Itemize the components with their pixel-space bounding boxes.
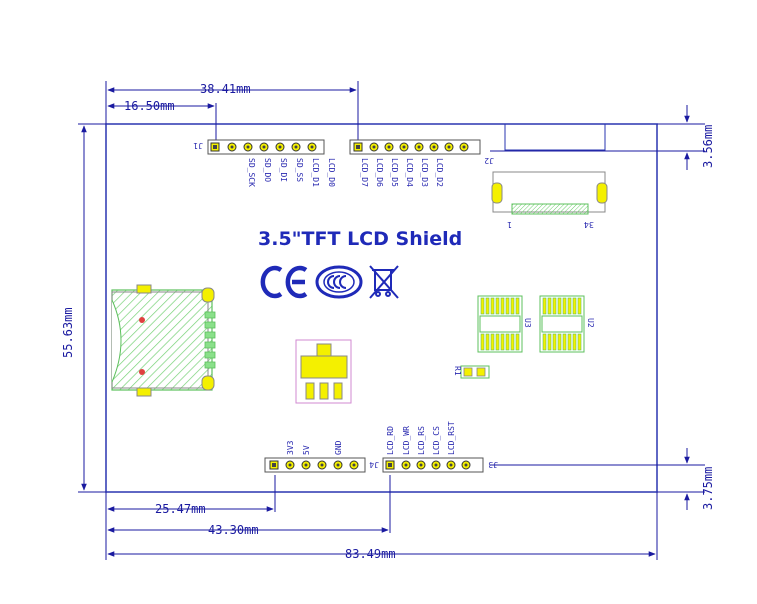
sd-card-slot (111, 284, 216, 397)
ic-u3 (477, 295, 523, 353)
fpc-pin34-label: 34 (584, 220, 594, 229)
voltage-regulator (295, 339, 352, 404)
dim-38-41: 38.41mm (200, 82, 251, 96)
j4-pin-labels: 3V3 5V GND (286, 440, 343, 455)
pin-label: LCD_D3 (420, 158, 429, 187)
u3-ref: U3 (523, 318, 532, 328)
board-cutout (504, 123, 606, 151)
ccc-mark-icon (315, 265, 363, 299)
dim-43-30: 43.30mm (208, 523, 259, 537)
dim-55-63: 55.63mm (61, 307, 75, 358)
pin-label: SD_DI (279, 158, 288, 182)
j3-ref: J3 (488, 460, 498, 469)
pin-label: LCD_D5 (390, 158, 399, 187)
dimension-lines (78, 81, 705, 560)
board-outline (105, 123, 658, 493)
pin-label: LCD_D2 (435, 158, 444, 187)
ce-mark-icon (260, 265, 308, 299)
dim-3-75: 3.75mm (701, 467, 715, 510)
j4-ref: J4 (369, 460, 379, 469)
board-title: 3.5"TFT LCD Shield (258, 228, 463, 250)
pin-label: SD_SS (295, 158, 304, 182)
resistor-r1 (460, 365, 490, 379)
dim-3-56: 3.56mm (701, 125, 715, 168)
dim-25-47: 25.47mm (155, 502, 206, 516)
weee-crossed-bin-icon (369, 265, 399, 299)
header-j1 (207, 139, 325, 155)
pin-label: LCD_RST (447, 421, 456, 455)
fpc-connector (491, 171, 608, 215)
ic-u2 (539, 295, 585, 353)
u2-ref: U2 (586, 318, 595, 328)
header-j2 (349, 139, 481, 155)
j1-pin-labels: SD_SCK SD_DO SD_DI SD_SS LCD_D1 LCD_D0 (247, 158, 336, 187)
dim-16-50: 16.50mm (124, 99, 175, 113)
header-j4 (264, 457, 366, 473)
j2-pin-labels: LCD_D7 LCD_D6 LCD_D5 LCD_D4 LCD_D3 LCD_D… (360, 158, 444, 187)
j2-ref: J2 (484, 156, 494, 165)
pin-label: LCD_D6 (375, 158, 384, 187)
pin-label: SD_SCK (247, 158, 256, 187)
j3-pin-labels: LCD_RD LCD_WR LCD_RS LCD_CS LCD_RST (386, 421, 456, 455)
pin-label: LCD_D4 (405, 158, 414, 187)
pin-label: SD_DO (263, 158, 272, 182)
pin-label: 3V3 (286, 440, 295, 455)
header-j3 (382, 457, 484, 473)
r1-ref: R1 (453, 366, 462, 376)
j1-ref: J1 (193, 141, 203, 150)
pin-label: LCD_D0 (327, 158, 336, 187)
fpc-pin1-label: 1 (507, 220, 512, 229)
pin-label: LCD_D1 (311, 158, 320, 187)
pin-label: LCD_RS (417, 426, 426, 455)
dim-83-49: 83.49mm (345, 547, 396, 561)
pin-label: LCD_D7 (360, 158, 369, 187)
pin-label: LCD_RD (386, 426, 395, 455)
pin-label: LCD_WR (402, 426, 411, 455)
pin-label: 5V (302, 445, 311, 455)
pin-label: GND (334, 440, 343, 455)
pin-label: LCD_CS (432, 426, 441, 455)
